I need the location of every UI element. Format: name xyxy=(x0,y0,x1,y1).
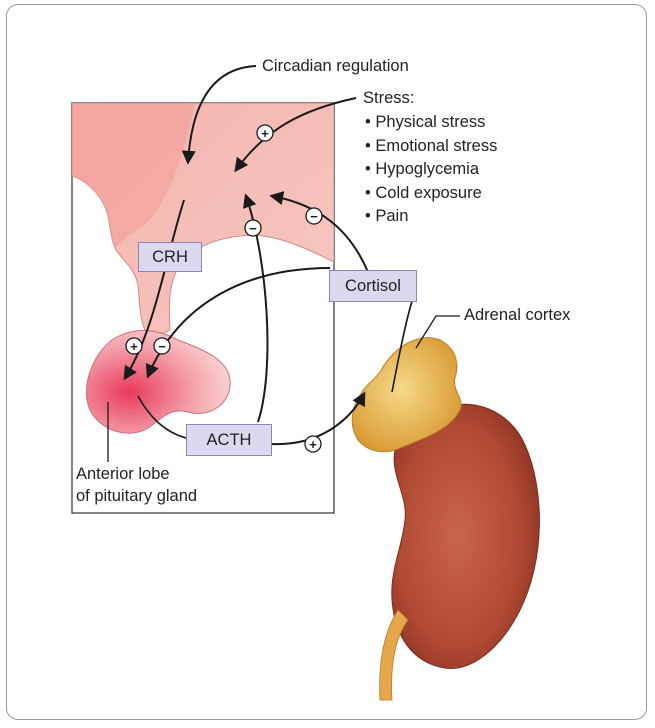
stress-item: Pain xyxy=(365,205,497,229)
crh-box: CRH xyxy=(138,242,202,272)
stress-item: Emotional stress xyxy=(365,135,497,159)
stress-item: Physical stress xyxy=(365,111,497,135)
svg-text:−: − xyxy=(158,339,166,354)
kidney-shape xyxy=(392,404,540,668)
acth-minus-sign: − xyxy=(245,220,261,236)
stress-list: Physical stress Emotional stress Hypogly… xyxy=(365,111,497,229)
svg-text:+: + xyxy=(261,126,269,141)
cortisol-minus-sign: − xyxy=(306,208,322,224)
svg-text:−: − xyxy=(310,209,318,224)
stress-item: Cold exposure xyxy=(365,182,497,206)
acth-plus-sign: + xyxy=(305,436,321,452)
acth-label: ACTH xyxy=(207,431,252,450)
crh-label: CRH xyxy=(152,248,188,267)
adrenal-cortex-label: Adrenal cortex xyxy=(464,305,570,326)
svg-text:+: + xyxy=(130,339,138,354)
anterior-lobe-label: Anterior lobe xyxy=(76,464,170,485)
cortisol-label: Cortisol xyxy=(345,277,401,296)
stress-title: Stress: xyxy=(363,88,414,109)
stress-plus-sign: + xyxy=(257,125,273,141)
acth-box: ACTH xyxy=(186,424,272,456)
svg-text:−: − xyxy=(249,221,257,236)
cortisol-box: Cortisol xyxy=(329,270,417,302)
circadian-label: Circadian regulation xyxy=(262,56,409,77)
crh-plus-sign: + xyxy=(126,338,142,354)
ureter-shape xyxy=(380,610,408,700)
svg-text:+: + xyxy=(309,437,317,452)
stress-item: Hypoglycemia xyxy=(365,158,497,182)
pituitary-minus-sign: − xyxy=(154,338,170,354)
anterior-lobe-label-line2: of pituitary gland xyxy=(76,486,197,507)
